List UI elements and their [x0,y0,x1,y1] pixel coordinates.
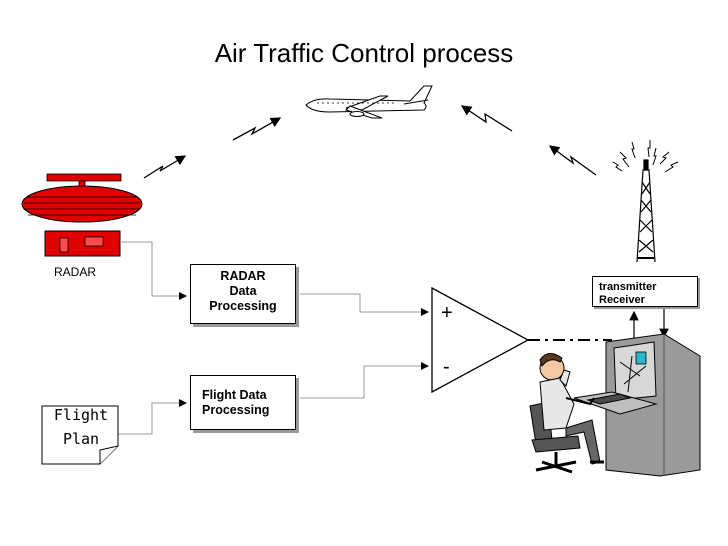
transmitter-receiver-box: transmitter Receiver [592,276,698,307]
tx-line1: transmitter [599,281,657,293]
radar-label: RADAR [54,265,97,279]
diagram-title: Air Traffic Control process [214,38,514,68]
fdp-line1: Flight Data [202,388,267,402]
flight-plan-document [41,405,119,465]
transmitter-arrows [629,308,669,339]
tx-line2: Receiver [599,294,645,306]
radio-tower-icon [612,140,679,263]
rdp-line1: RADAR [220,269,266,283]
comparator-plus: + [441,302,453,324]
comparator-triangle [431,286,530,394]
controller-workstation-icon [529,333,701,477]
radar-antenna-icon [21,173,143,257]
rdp-line3: Processing [209,299,277,313]
fdp-line2: Processing [202,403,270,417]
lightning-signal-icon [143,105,597,179]
rdp-line2: Data [229,284,257,298]
airplane-icon [305,85,433,119]
flight-plan-text: Flight Plan [46,403,116,451]
radar-data-processing-box: RADAR Data Processing [190,264,296,324]
flight-data-processing-box: Flight Data Processing [190,375,296,430]
flight-plan-line2: Plan [62,430,100,448]
connector-lines [118,241,429,435]
flight-plan-line1: Flight [53,406,109,424]
comparator-minus: - [443,356,450,378]
